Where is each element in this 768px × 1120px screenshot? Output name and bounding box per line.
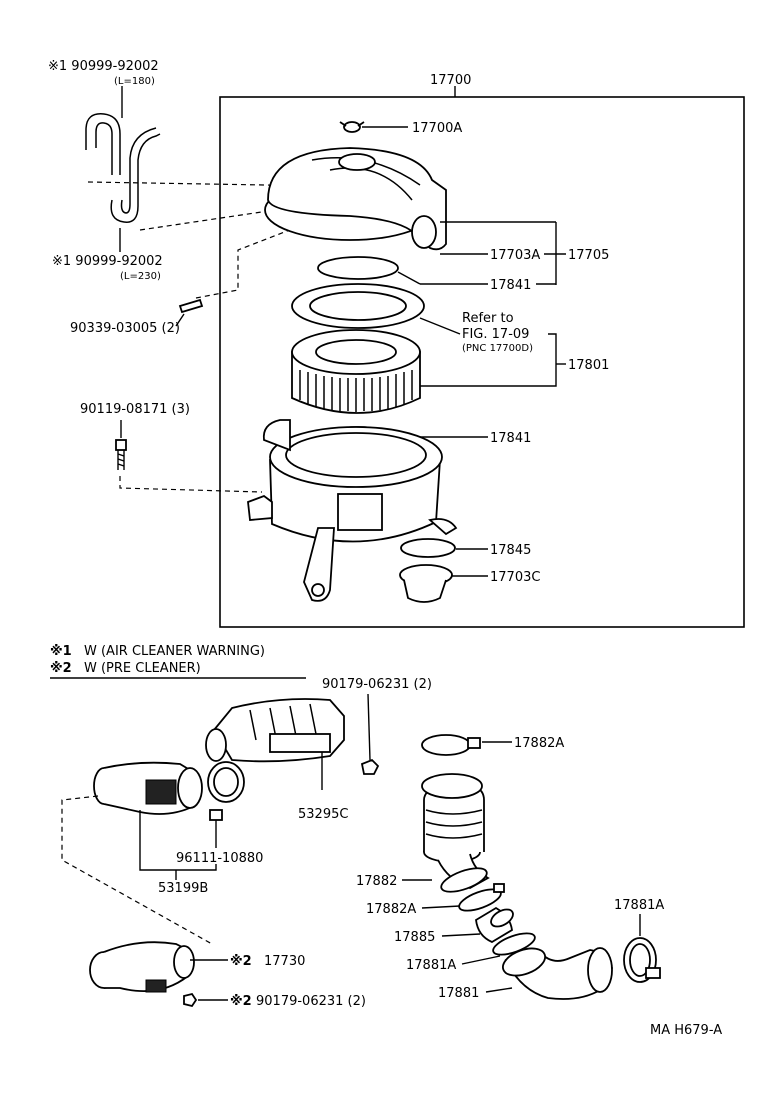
note1-text: W (AIR CLEANER WARNING)	[84, 644, 265, 659]
pin-label: 90339-03005 (2)	[70, 321, 180, 336]
hose-17881-label: 17881	[438, 986, 479, 1001]
pre-cleaner-label: 17730	[264, 954, 305, 969]
hose-230-shape	[110, 127, 161, 223]
hose-180-shape	[85, 113, 121, 175]
tube-17885-label: 17885	[394, 930, 435, 945]
note2-text: W (PRE CLEANER)	[84, 661, 201, 676]
hose-17882-label: 17882	[356, 874, 397, 889]
clamp-96111-shape	[207, 761, 245, 821]
cap-sub-label: 17705	[568, 248, 609, 263]
pre-cleaner-nut-shape	[183, 992, 198, 1008]
air-flow-meter-shape	[205, 698, 345, 763]
hose-180-part-label: ※1 90999-92002	[48, 59, 159, 74]
bolt-label: 90119-08171 (3)	[80, 402, 190, 417]
meter-duct-shape	[93, 761, 203, 815]
note1-mark: ※1	[50, 644, 72, 659]
hose-17881-shape	[502, 947, 613, 1000]
seal-17845-label: 17845	[490, 543, 531, 558]
valve-shape	[399, 564, 453, 603]
hose-17882-shape	[421, 773, 490, 893]
valve-label: 17703C	[490, 570, 540, 585]
hose-230-part-label: ※1 90999-92002	[52, 254, 163, 269]
clamp-17882A-label: 17882A	[366, 902, 416, 917]
clamp-96111-label: 96111-10880	[176, 851, 263, 866]
refer-label-line3: (PNC 17700D)	[462, 343, 533, 354]
refer-label-line1: Refer to	[462, 311, 514, 326]
pre-cleaner-nut-mark: ※2	[230, 994, 252, 1009]
hose-230-length-label: (L=230)	[120, 271, 161, 282]
air-cleaner-cap-shape	[264, 147, 447, 251]
clamp-17882A-shape	[458, 883, 505, 912]
seal-17845-shape	[400, 538, 456, 558]
filter-element-shape	[291, 329, 421, 414]
wing-nut-label: 17700A	[412, 121, 462, 136]
pre-cleaner-mark: ※2	[230, 954, 252, 969]
pre-cleaner-nut-label: 90179-06231 (2)	[256, 994, 366, 1009]
bracket-label: 53295C	[298, 807, 348, 822]
tube-17885-shape	[475, 906, 514, 944]
cap-seal-label: 17703A	[490, 248, 540, 263]
clamp-17881A-right-shape	[623, 937, 661, 983]
clamp-17881A-left-label: 17881A	[406, 958, 456, 973]
bracket-nut-label: 90179-06231 (2)	[322, 677, 432, 692]
gasket-upper-label: 17841	[490, 278, 531, 293]
air-cleaner-case-shape	[247, 419, 458, 602]
diagram-id-label: MA H679-A	[650, 1023, 722, 1038]
meter-assy-label: 53199B	[158, 881, 208, 896]
element-ring-shape	[291, 283, 425, 329]
bracket-nut-shape	[360, 758, 380, 775]
pin-shape	[178, 298, 204, 314]
pre-cleaner-shape	[89, 941, 195, 993]
hose-180-length-label: (L=180)	[114, 76, 155, 87]
element-label: 17801	[568, 358, 609, 373]
clamp-17882A-top-shape	[421, 734, 481, 756]
note2-mark: ※2	[50, 661, 72, 676]
assembly-frame	[219, 96, 745, 628]
gasket-upper-shape	[317, 256, 399, 280]
clamp-17882A-top-label: 17882A	[514, 736, 564, 751]
assembly-number-label: 17700	[430, 73, 471, 88]
wing-nut-shape	[339, 121, 365, 133]
bolt-shape	[115, 439, 127, 470]
refer-label-line2: FIG. 17-09	[462, 327, 529, 342]
clamp-17881A-right-label: 17881A	[614, 898, 664, 913]
gasket-lower-label: 17841	[490, 431, 531, 446]
